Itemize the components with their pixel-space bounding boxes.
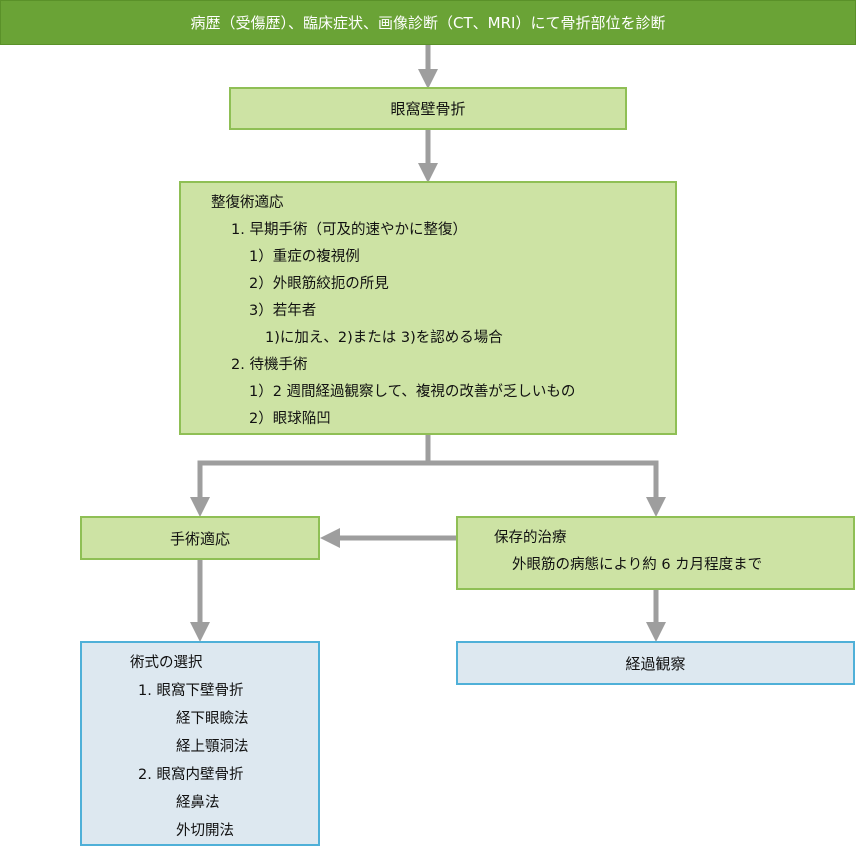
indication-item-early: 1. 早期手術（可及的速やかに整復） [231, 222, 467, 238]
fracture-label: 眼窩壁骨折 [390, 100, 466, 118]
diagnosis-banner-label: 病歴（受傷歴）、臨床症状、画像診断（CT、MRI）にて骨折部位を診断 [190, 14, 666, 32]
procedure-subitem: 経鼻法 [176, 795, 220, 811]
procedure-box: 術式の選択 1. 眼窩下壁骨折 経下眼瞼法 経上顎洞法 2. 眼窩内壁骨折 経鼻… [80, 641, 320, 846]
indication-subitem: 1）2 週間経過観察して、複視の改善が乏しいもの [249, 384, 576, 400]
indication-subitem: 3）若年者 [249, 303, 317, 319]
indication-subitem: 2）外眼筋絞扼の所見 [249, 276, 389, 292]
conservative-note: 外眼筋の病態により約 6 カ月程度まで [512, 557, 763, 573]
followup-box: 経過観察 [456, 641, 855, 685]
procedure-item: 2. 眼窩内壁骨折 [138, 767, 244, 783]
indication-title: 整復術適応 [211, 195, 284, 211]
procedure-subitem: 外切開法 [176, 823, 234, 839]
indication-note: 1)に加え、2)または 3)を認める場合 [265, 330, 503, 346]
procedure-subitem: 経下眼瞼法 [176, 711, 249, 727]
surgery-label: 手術適応 [169, 529, 230, 548]
procedure-item: 1. 眼窩下壁骨折 [138, 683, 244, 699]
surgery-box: 手術適応 [80, 516, 320, 560]
connector-split [197, 460, 659, 507]
fracture-box: 眼窩壁骨折 [229, 87, 627, 130]
indication-subitem: 1）重症の複視例 [249, 249, 360, 265]
conservative-title: 保存的治療 [494, 530, 567, 546]
indication-subitem: 2）眼球陥凹 [249, 411, 331, 427]
diagnosis-banner: 病歴（受傷歴）、臨床症状、画像診断（CT、MRI）にて骨折部位を診断 [0, 0, 856, 45]
procedure-subitem: 経上顎洞法 [176, 739, 249, 755]
followup-label: 経過観察 [625, 654, 686, 673]
procedure-title: 術式の選択 [130, 655, 203, 671]
indication-box: 整復術適応 1. 早期手術（可及的速やかに整復） 1）重症の複視例 2）外眼筋絞… [179, 181, 677, 435]
conservative-box: 保存的治療 外眼筋の病態により約 6 カ月程度まで [456, 516, 855, 590]
indication-item-delayed: 2. 待機手術 [231, 357, 308, 373]
